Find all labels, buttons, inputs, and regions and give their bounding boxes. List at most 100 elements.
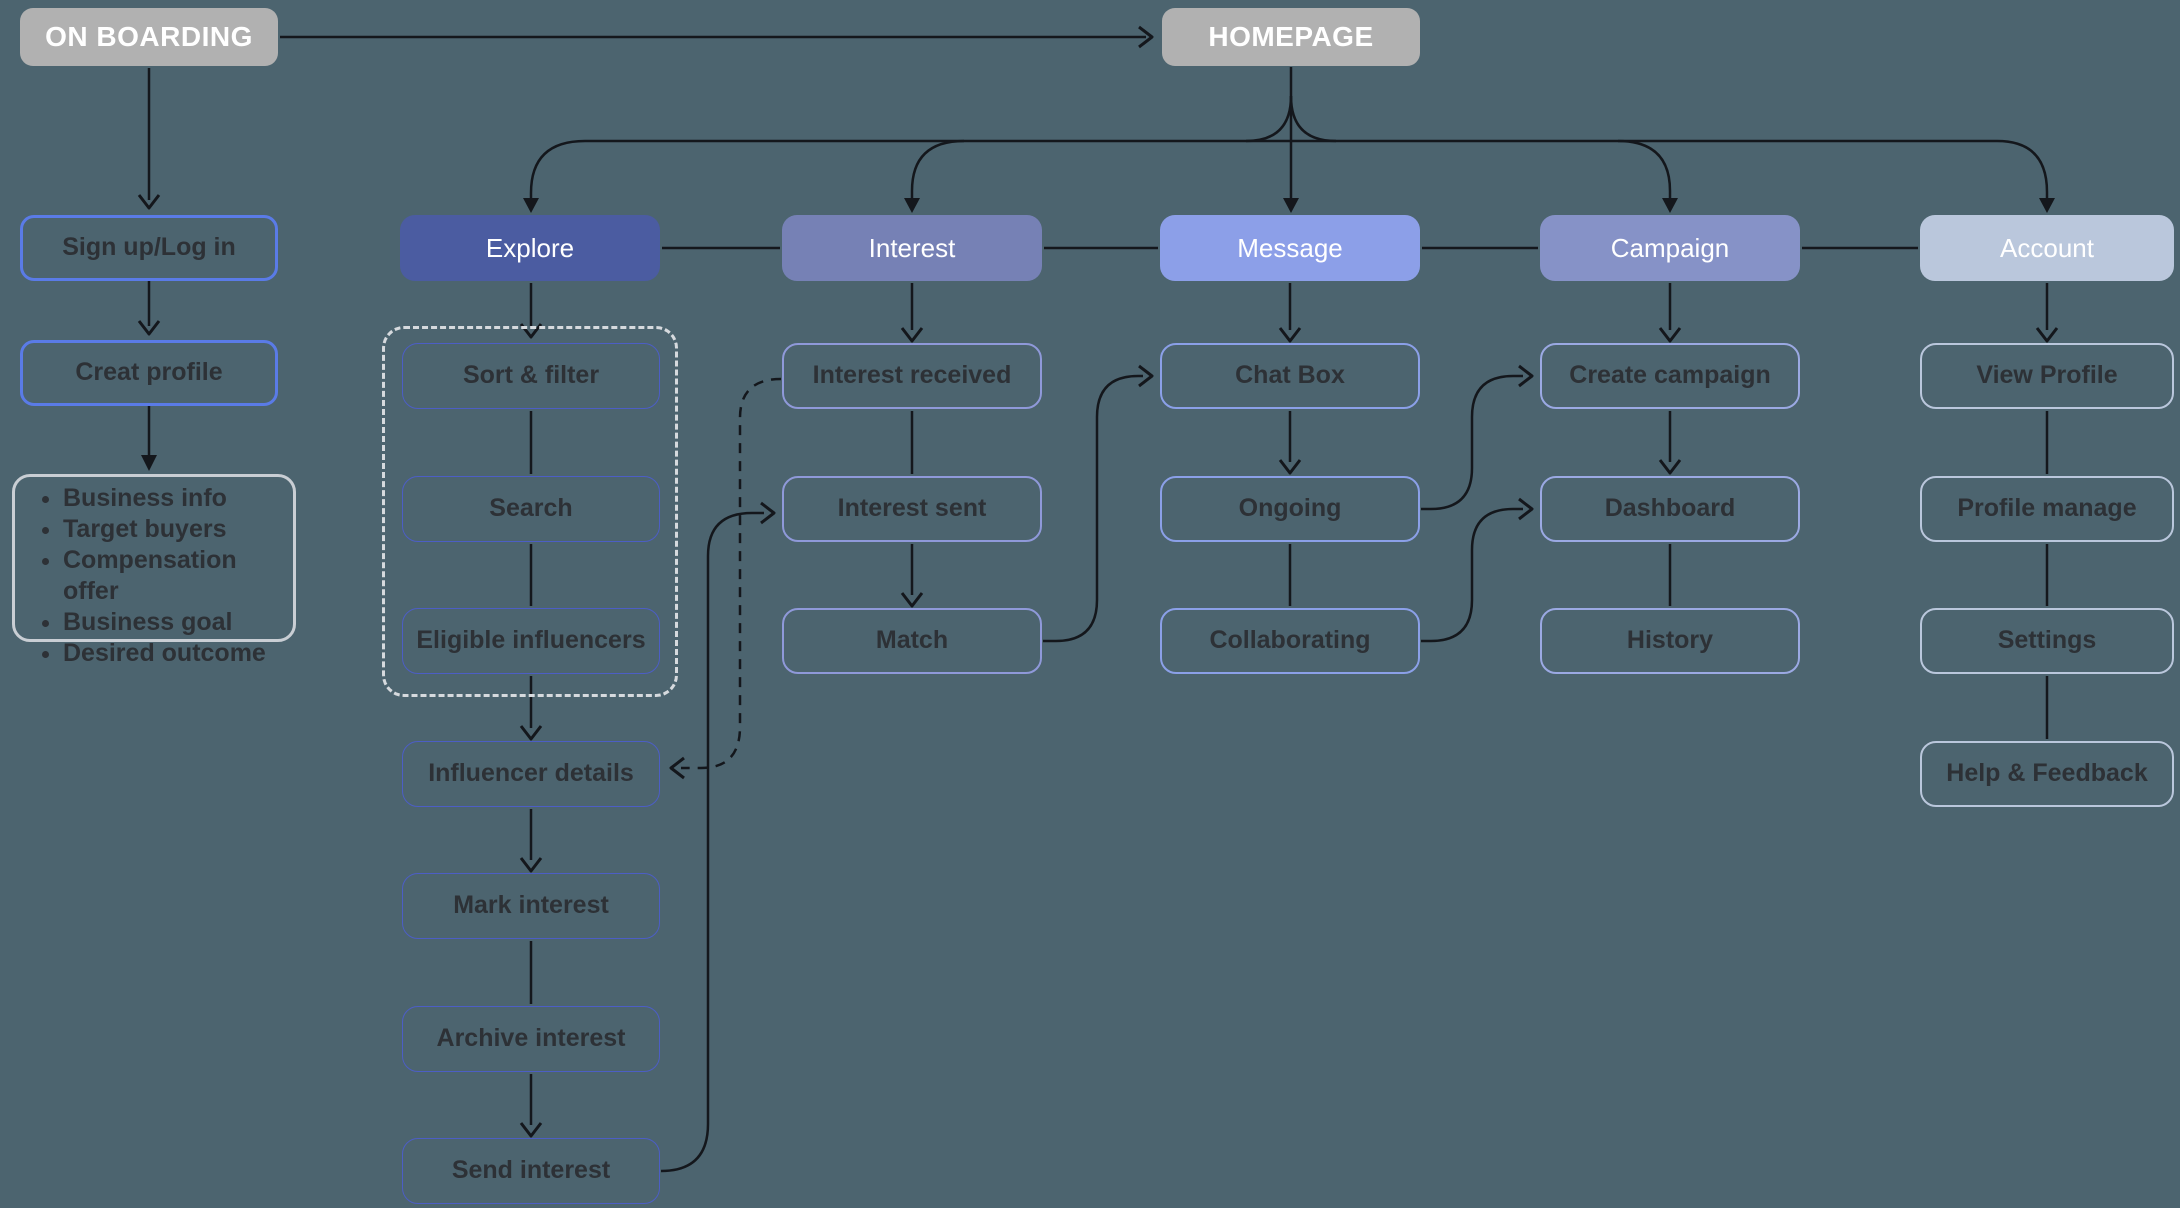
- arrowhead-triangle: [141, 455, 157, 471]
- arrowhead-triangle: [904, 198, 920, 213]
- node-send-interest: Send interest: [402, 1138, 660, 1204]
- node-category-interest: Interest: [782, 215, 1042, 281]
- branch-drop-interest: [910, 139, 965, 205]
- arrowhead-chevron: [1658, 327, 1682, 343]
- arrowhead-chevron: [1138, 364, 1154, 388]
- arrowhead-triangle: [2039, 198, 2055, 213]
- node-onboarding: ON BOARDING: [20, 8, 278, 66]
- node-profile-note: Business info Target buyers Compensation…: [12, 474, 296, 667]
- node-match: Match: [782, 608, 1042, 674]
- node-mark-interest-label: Mark interest: [453, 891, 609, 920]
- arrowhead-chevron: [1658, 459, 1682, 475]
- profile-note-item: Compensation offer: [63, 545, 293, 607]
- node-interest-received: Interest received: [782, 343, 1042, 409]
- node-mark-interest: Mark interest: [402, 873, 660, 939]
- node-history: History: [1540, 608, 1800, 674]
- node-collaborating: Collaborating: [1160, 608, 1420, 674]
- category-interest-label: Interest: [868, 232, 956, 263]
- arrowhead-chevron: [519, 725, 543, 741]
- node-category-campaign: Campaign: [1540, 215, 1800, 281]
- node-sort-filter-label: Sort & filter: [462, 361, 600, 390]
- node-category-explore: Explore: [400, 215, 660, 281]
- node-homepage: HOMEPAGE: [1162, 8, 1420, 66]
- profile-note-item: Business goal: [63, 607, 293, 638]
- node-dashboard-label: Dashboard: [1604, 494, 1736, 523]
- arrowhead-triangle: [1283, 198, 1299, 213]
- category-message-label: Message: [1237, 232, 1343, 263]
- arrowhead-chevron: [669, 756, 685, 780]
- edge-ongoing-createcampaign: [1421, 374, 1523, 511]
- node-archive-interest: Archive interest: [402, 1006, 660, 1072]
- node-create-campaign-label: Create campaign: [1569, 361, 1771, 390]
- arrowhead-chevron: [760, 501, 776, 525]
- category-explore-label: Explore: [485, 232, 575, 263]
- node-sort-filter: Sort & filter: [402, 343, 660, 409]
- node-signup-login-label: Sign up/Log in: [62, 233, 236, 262]
- node-influencer-details-label: Influencer details: [428, 759, 634, 788]
- node-signup-login: Sign up/Log in: [20, 215, 278, 281]
- node-interest-received-label: Interest received: [812, 361, 1012, 390]
- node-interest-sent-label: Interest sent: [837, 494, 987, 523]
- node-view-profile-label: View Profile: [1976, 361, 2118, 390]
- homepage-flare-left: [1245, 95, 1293, 143]
- node-create-campaign: Create campaign: [1540, 343, 1800, 409]
- node-collaborating-label: Collaborating: [1209, 626, 1371, 655]
- edge-interestreceived-influencerdetails-dashed: [681, 377, 782, 770]
- node-view-profile: View Profile: [1920, 343, 2174, 409]
- arrowhead-triangle: [523, 198, 539, 213]
- node-profile-manage: Profile manage: [1920, 476, 2174, 542]
- node-chat-box-label: Chat Box: [1235, 361, 1345, 390]
- node-category-account: Account: [1920, 215, 2174, 281]
- profile-note-item: Business info: [63, 483, 293, 514]
- node-settings: Settings: [1920, 608, 2174, 674]
- branch-drop-campaign: [1617, 139, 1672, 205]
- node-search: Search: [402, 476, 660, 542]
- edge-sendinterest-interestsent: [660, 511, 764, 1173]
- node-send-interest-label: Send interest: [451, 1156, 611, 1185]
- node-eligible-influencers-label: Eligible influencers: [416, 626, 646, 655]
- node-dashboard: Dashboard: [1540, 476, 1800, 542]
- node-archive-interest-label: Archive interest: [436, 1024, 626, 1053]
- node-influencer-details: Influencer details: [402, 741, 660, 807]
- node-match-label: Match: [875, 626, 949, 655]
- branch-rail: [529, 139, 2049, 205]
- node-chat-box: Chat Box: [1160, 343, 1420, 409]
- arrowhead-triangle: [1662, 198, 1678, 213]
- profile-note-list: Business info Target buyers Compensation…: [15, 483, 293, 669]
- category-campaign-label: Campaign: [1610, 232, 1730, 263]
- arrowhead-chevron: [1518, 364, 1534, 388]
- arrowhead-chevron: [519, 1122, 543, 1138]
- profile-note-item: Desired outcome: [63, 638, 293, 669]
- node-onboarding-label: ON BOARDING: [45, 20, 253, 52]
- arrowhead-chevron: [1138, 25, 1154, 49]
- node-ongoing: Ongoing: [1160, 476, 1420, 542]
- node-eligible-influencers: Eligible influencers: [402, 608, 660, 674]
- arrowhead-chevron: [1518, 497, 1534, 521]
- arrowhead-chevron: [900, 592, 924, 608]
- node-create-profile: Creat profile: [20, 340, 278, 406]
- node-search-label: Search: [489, 494, 573, 523]
- node-help-feedback: Help & Feedback: [1920, 741, 2174, 807]
- node-create-profile-label: Creat profile: [75, 358, 223, 387]
- node-profile-manage-label: Profile manage: [1957, 494, 2137, 523]
- arrowhead-chevron: [137, 194, 161, 210]
- homepage-flare-right: [1289, 95, 1337, 143]
- profile-note-item: Target buyers: [63, 514, 293, 545]
- node-help-feedback-label: Help & Feedback: [1946, 759, 2148, 788]
- arrowhead-chevron: [900, 327, 924, 343]
- node-interest-sent: Interest sent: [782, 476, 1042, 542]
- node-ongoing-label: Ongoing: [1238, 494, 1342, 523]
- arrowhead-chevron: [1278, 327, 1302, 343]
- arrowhead-chevron: [2035, 327, 2059, 343]
- arrowhead-chevron: [519, 857, 543, 873]
- explore-filter-group-outline: [382, 326, 678, 697]
- category-account-label: Account: [2000, 232, 2094, 263]
- arrowhead-chevron: [137, 320, 161, 336]
- node-settings-label: Settings: [1997, 626, 2097, 655]
- edge-match-chatbox: [1043, 374, 1143, 643]
- node-history-label: History: [1626, 626, 1714, 655]
- arrowhead-chevron: [1278, 459, 1302, 475]
- node-category-message: Message: [1160, 215, 1420, 281]
